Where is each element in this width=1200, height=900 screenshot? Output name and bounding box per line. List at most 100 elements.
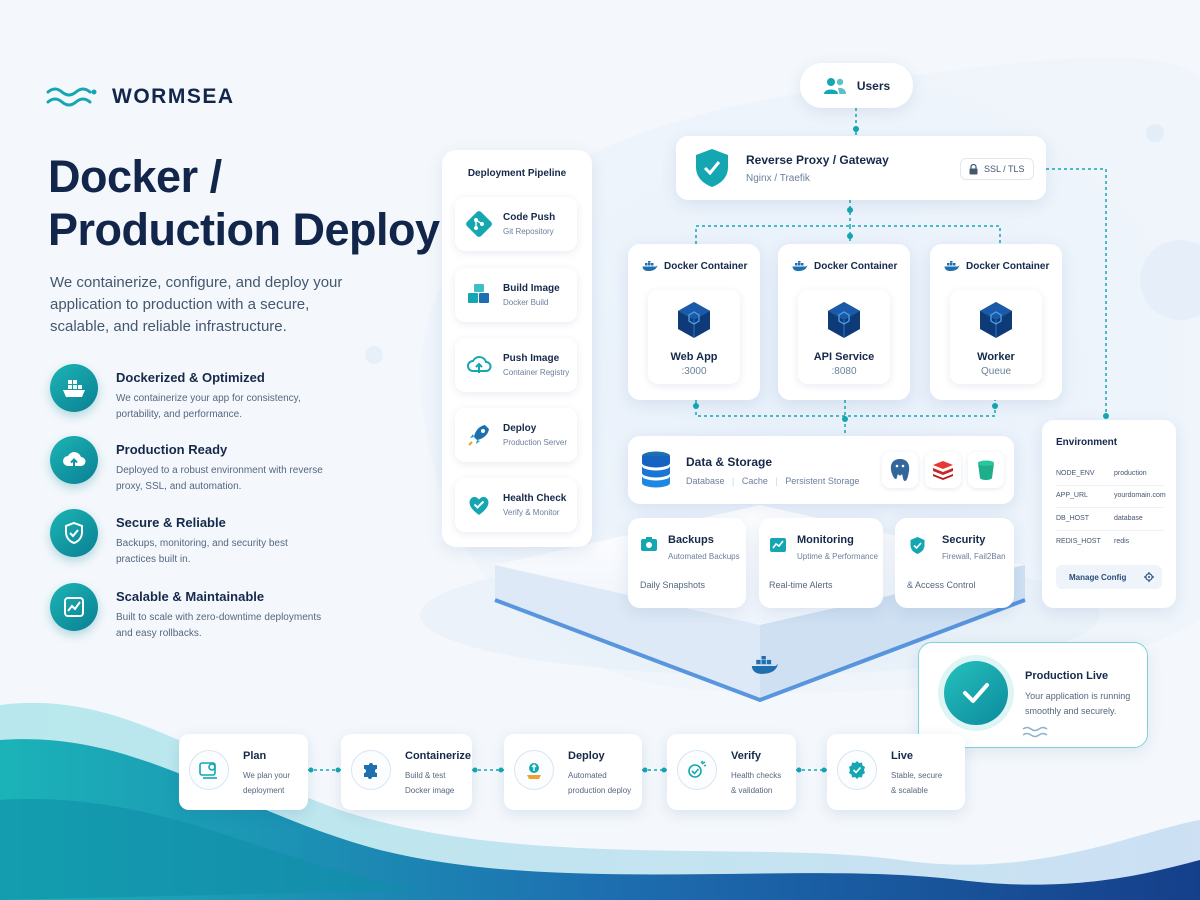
- environment-title: Environment: [1056, 437, 1118, 448]
- cube-icon: [980, 302, 1012, 338]
- deploy-icon: [514, 750, 554, 790]
- service-box: API Service :8080: [798, 290, 890, 384]
- ssl-badge: SSL / TLS: [960, 158, 1034, 180]
- step-line: production deploy: [568, 786, 632, 795]
- env-value: production: [1114, 470, 1147, 477]
- storage-title: Data & Storage: [686, 455, 773, 469]
- ops-title: Backups: [668, 534, 714, 546]
- feature-item: Secure & Reliable Backups, monitoring, a…: [50, 509, 360, 568]
- ops-sub: Automated Backups: [668, 552, 740, 561]
- ssl-badge-label: SSL / TLS: [984, 164, 1025, 174]
- pipeline-step-sub: Docker Build: [503, 298, 549, 307]
- proxy-title: Reverse Proxy / Gateway: [746, 153, 889, 167]
- database-icon: [642, 451, 670, 488]
- docker-icon: [792, 261, 808, 271]
- hero-title-line-2: Production Deploy: [48, 204, 440, 255]
- env-key: APP_URL: [1056, 492, 1088, 499]
- step-line: deployment: [243, 786, 285, 795]
- step-line: Build & test: [405, 771, 446, 780]
- feature-title: Production Ready: [116, 442, 228, 457]
- feature-description: Backups, monitoring, and security best p…: [116, 538, 288, 565]
- feature-title: Dockerized & Optimized: [116, 370, 265, 385]
- cloud-upload-icon: [467, 356, 492, 373]
- step-title: Live: [891, 750, 914, 762]
- check-circle-icon: [944, 661, 1008, 725]
- env-value: redis: [1114, 538, 1130, 545]
- users-node[interactable]: Users: [800, 63, 913, 108]
- step-title: Deploy: [568, 750, 605, 762]
- service-name: API Service: [813, 351, 875, 363]
- environment-panel: Environment NODE_ENV production APP_URL yo…: [1042, 420, 1176, 608]
- service-box: Web App :3000: [648, 290, 740, 384]
- wave-logo-icon: [1022, 726, 1048, 738]
- boxes-icon: [468, 284, 489, 303]
- ops-line: Daily Snapshots: [640, 580, 706, 590]
- step-line: Docker image: [405, 786, 455, 795]
- container-web-app[interactable]: Docker Container Web App :3000: [628, 244, 760, 400]
- live-icon: [837, 750, 877, 790]
- verify-icon: [677, 750, 717, 790]
- data-storage-node[interactable]: Data & Storage Database | Cache | Persis…: [628, 436, 1014, 504]
- reverse-proxy-node[interactable]: Reverse Proxy / Gateway Nginx / Traefik …: [676, 136, 1046, 200]
- docker-icon: [751, 656, 779, 674]
- storage-item: Database: [686, 476, 725, 486]
- step-title: Verify: [731, 750, 761, 762]
- env-row: NODE_ENV production: [1056, 470, 1164, 486]
- env-key: NODE_ENV: [1056, 470, 1095, 477]
- redis-icon: [925, 452, 961, 488]
- ops-line: & Access Control: [907, 580, 976, 590]
- feature-description: Built to scale with zero-downtime deploy…: [116, 612, 322, 639]
- service-box: Worker Queue: [950, 290, 1042, 384]
- users-icon: [823, 77, 846, 94]
- pipeline-step-title: Push Image: [503, 353, 560, 364]
- gear-icon: [1144, 572, 1154, 582]
- backups-card[interactable]: Backups Automated Backups Daily Snapshot…: [628, 518, 746, 608]
- feature-description: We containerize your app for consistency…: [116, 393, 301, 420]
- container-worker[interactable]: Docker Container Worker Queue: [930, 244, 1062, 400]
- live-title: Production Live: [1025, 670, 1109, 682]
- step-line: Stable, secure: [891, 771, 943, 780]
- pipeline-step-title: Build Image: [503, 283, 560, 294]
- security-card[interactable]: Security Firewall, Fail2Ban & Access Con…: [895, 518, 1014, 608]
- pipeline-step-title: Deploy: [503, 423, 537, 434]
- cube-icon: [828, 302, 860, 338]
- pipeline-step-title: Code Push: [503, 212, 556, 223]
- pipeline-step-sub: Verify & Monitor: [503, 508, 560, 517]
- pipeline-step-sub: Production Server: [503, 438, 568, 447]
- production-live-card: Production Live Your application is runn…: [918, 642, 1148, 748]
- manage-config-label: Manage Config: [1069, 572, 1127, 582]
- service-name: Web App: [670, 351, 718, 363]
- git-icon: [466, 211, 492, 237]
- monitoring-card[interactable]: Monitoring Uptime & Performance Real-tim…: [759, 518, 883, 608]
- feature-title: Scalable & Maintainable: [116, 589, 265, 604]
- step-line: & validation: [731, 786, 773, 795]
- service-name: Worker: [977, 351, 1015, 363]
- container-api-service[interactable]: Docker Container API Service :8080: [778, 244, 910, 400]
- feature-item: Dockerized & Optimized We containerize y…: [50, 364, 360, 423]
- shield-icon: [910, 537, 925, 554]
- container-header-label: Docker Container: [966, 261, 1050, 272]
- service-detail: :8080: [831, 366, 857, 377]
- storage-item: Persistent Storage: [785, 476, 860, 486]
- step-line: Health checks: [731, 771, 782, 780]
- feature-title: Secure & Reliable: [116, 515, 226, 530]
- ops-title: Security: [942, 534, 986, 546]
- postgres-icon: [882, 452, 918, 488]
- env-value: yourdomain.com: [1114, 492, 1166, 499]
- brand: WORMSEA: [46, 84, 235, 110]
- pipeline-step-title: Health Check: [503, 493, 567, 504]
- manage-config-button[interactable]: Manage Config: [1056, 565, 1162, 589]
- cloud-upload-icon: [50, 436, 98, 484]
- service-detail: Queue: [980, 366, 1012, 377]
